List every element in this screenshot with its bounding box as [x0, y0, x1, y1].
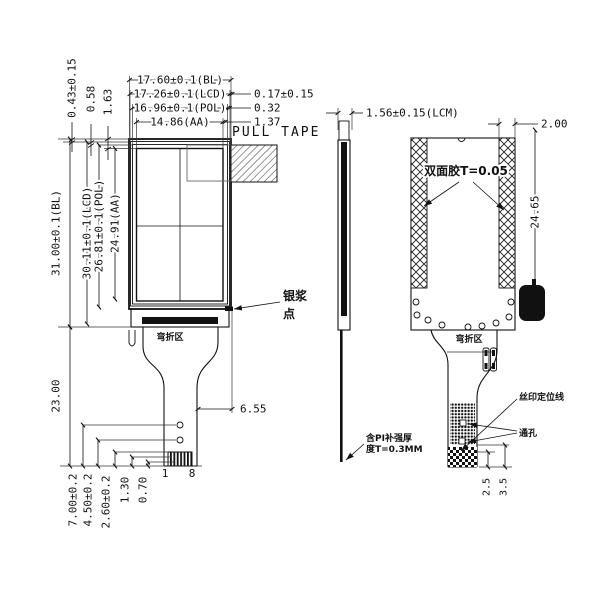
silver-dot-leader	[233, 301, 281, 311]
dim-bottom-5: 0.70	[137, 477, 150, 504]
dim-bottom-4: 1.30	[119, 477, 132, 504]
tape-leader-left	[423, 181, 460, 207]
tape-width-dim-lines	[488, 118, 538, 138]
dim-height-lcd: 30.11±0.1(LCD)	[81, 187, 94, 280]
dim-right-offset-lcd: 0.17±0.15	[254, 88, 314, 101]
pin-label-first: 1	[162, 467, 169, 480]
dim-right-offset-pol: 0.32	[254, 102, 281, 115]
dim-thickness: 1.56±0.15(LCM)	[366, 107, 459, 120]
dim-width-lcd: 17.26±0.1(LCD)	[134, 88, 227, 101]
dim-height-fpc: 23.00	[50, 379, 63, 412]
dim-width-bl: 17.60±0.1(BL)	[137, 74, 223, 87]
back-tail-left-edge	[430, 329, 449, 467]
bonding-ledge	[130, 308, 230, 328]
pin-label-last: 8	[189, 467, 196, 480]
silk-position-label: 丝印定位线	[519, 391, 564, 403]
bottom-dimension-lines	[80, 422, 176, 469]
tape-strip-left	[410, 137, 428, 289]
pull-tape-tab-side	[338, 120, 350, 141]
top-left-offset-dims	[68, 122, 112, 160]
dim-tail-offset: 6.55	[240, 403, 267, 416]
silver-dot-side	[519, 285, 545, 321]
pi-leader	[345, 443, 365, 461]
dim-bottom-inner: 2.5	[482, 478, 493, 496]
fpc-side-profile	[340, 330, 343, 462]
back-contact-holes	[412, 298, 515, 331]
pull-tape-hatch	[230, 144, 278, 183]
dim-offset-lcd-pol: 0.58	[85, 86, 98, 113]
bend-area-label-front: 弯折区	[156, 331, 183, 343]
dim-bottom-outer: 3.5	[499, 478, 510, 496]
dim-height-bl: 31.00±0.1(BL)	[50, 190, 63, 276]
dim-offset-bl-lcd: 0.43±0.15	[66, 58, 79, 118]
front-view: PULL TAPE 17.60±0	[48, 56, 320, 529]
pull-tape-label: PULL TAPE	[232, 125, 320, 140]
fpc-hole-2	[176, 436, 184, 444]
dim-right-offset-aa: 1.37	[254, 116, 281, 129]
tape-leader-right	[472, 181, 505, 211]
gold-finger-area	[448, 447, 477, 467]
dim-bottom-2: 4.50±0.2	[82, 474, 95, 527]
dim-bottom-1: 7.00±0.2	[67, 474, 80, 527]
silver-paste-dot	[225, 306, 233, 311]
bend-slot	[128, 330, 136, 347]
through-hole-leader-2	[467, 432, 518, 444]
tape-strip-right	[498, 137, 516, 289]
silver-dot-label-2: 点	[283, 306, 295, 321]
dim-tape-height: 24.65	[529, 195, 542, 228]
tape-label: 双面胶T=0.05	[424, 163, 508, 178]
silver-dot-label-1: 银浆	[283, 288, 308, 303]
pi-thickness-label-2: 度T=0.3MM	[366, 443, 423, 455]
top-notch	[457, 137, 466, 142]
thickness-dim-lines	[326, 108, 363, 130]
dim-height-pol: 26.81±0.1(POL)	[93, 180, 106, 273]
fpc-tail-left-edge	[142, 327, 165, 466]
top-dimension-lines	[126, 77, 251, 125]
through-hole-label: 通孔	[519, 427, 537, 439]
tail-component	[482, 347, 497, 372]
dim-bottom-3: 2.60±0.2	[100, 476, 113, 529]
through-hole-2	[458, 437, 466, 445]
left-dimension-lines	[67, 136, 118, 469]
pi-thickness-label-1: 含PI补强厚	[365, 432, 412, 444]
bend-area-label-side: 弯折区	[455, 333, 482, 345]
dim-tape-width: 2.00	[541, 118, 568, 131]
bonding-bar	[142, 317, 218, 324]
fpc-hole-1	[176, 421, 184, 429]
dim-offset-pol-aa: 1.63	[102, 89, 115, 116]
dim-width-pol: 16.96±0.1(POL)	[134, 102, 227, 115]
through-hole-1	[459, 419, 467, 427]
dim-height-aa: 24.91(AA)	[109, 193, 122, 253]
connector-pins	[167, 451, 193, 467]
side-view: 1.56±0.15(LCM) 含PI补强厚 度T=0.3MM 双面胶T=0.05…	[326, 107, 568, 496]
module-side-glass	[341, 142, 347, 316]
dim-width-aa: 14.86(AA)	[150, 116, 210, 129]
blob-tab	[532, 279, 536, 286]
bottom-side-dim-lines	[477, 442, 512, 470]
module-side-profile	[337, 139, 351, 331]
pull-tape-on-panel	[186, 144, 232, 182]
through-hole-leader-1	[468, 422, 518, 432]
lcd-outline	[130, 141, 230, 307]
fpc-tail-right-edge	[196, 327, 219, 466]
polarizer-outline	[132, 144, 228, 305]
